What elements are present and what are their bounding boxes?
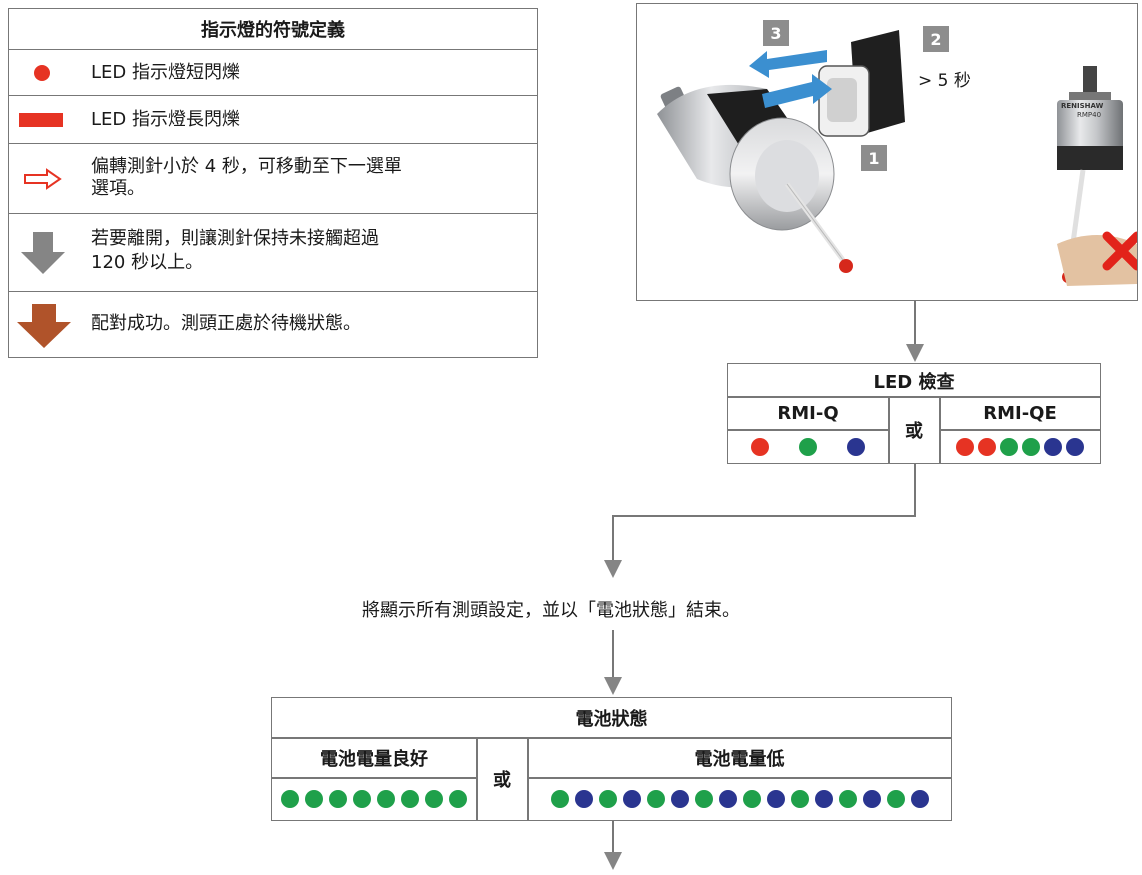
green-led-dot: [425, 790, 443, 808]
legend-title: 指示燈的符號定義: [201, 20, 345, 41]
gray-arrow-down-icon: [21, 232, 65, 274]
arrowhead-icon: [604, 677, 622, 695]
led-check-title: LED 檢查: [873, 371, 955, 393]
red-bar-icon: [19, 113, 63, 127]
connector-line: [612, 630, 614, 682]
arrowhead-icon: [604, 560, 622, 578]
green-led-dot: [329, 790, 347, 808]
blue-led-dot: [910, 790, 929, 808]
legend-row: 配對成功。測頭正處於待機狀態。: [9, 291, 537, 358]
legend-text: 偏轉測針小於 4 秒，可移動至下一選單: [91, 156, 402, 177]
legend-text: 120 秒以上。: [91, 252, 204, 273]
battery-status-title: 電池狀態: [575, 709, 648, 730]
rmi-q-led-sequence: [728, 430, 888, 463]
legend-row: 若要離開，則讓測針保持未接觸超過 120 秒以上。: [9, 213, 537, 292]
rmi-qe-led-sequence: [940, 430, 1100, 463]
probe-illustration: 3 2 1 > 5 秒 RENISHAW RMP40: [636, 3, 1138, 301]
green-led-dot: [790, 790, 809, 808]
connector-line: [612, 515, 916, 517]
step-1-label: 1: [861, 145, 887, 171]
blue-led-dot: [670, 790, 689, 808]
legend-text: LED 指示燈長閃爍: [91, 109, 240, 130]
probe-model: RMP40: [1077, 111, 1102, 119]
green-led-dot: [1022, 437, 1040, 456]
arrowhead-icon: [906, 344, 924, 362]
or-label: 或: [905, 421, 923, 442]
legend-text: LED 指示燈短閃爍: [91, 62, 240, 83]
legend-row: 偏轉測針小於 4 秒，可移動至下一選單 選項。: [9, 143, 537, 214]
green-led-dot: [281, 790, 299, 808]
legend-text: 選項。: [91, 178, 145, 199]
legend-table: 指示燈的符號定義 LED 指示燈短閃爍 LED 指示燈長閃爍 偏轉測針小於 4 …: [8, 8, 538, 358]
legend-row: LED 指示燈短閃爍: [9, 49, 537, 96]
legend-text: 若要離開，則讓測針保持未接觸超過: [91, 228, 379, 249]
connector-line: [914, 464, 916, 516]
blue-led-dot: [766, 790, 785, 808]
connector-line: [612, 821, 614, 855]
green-led-dot: [1000, 437, 1018, 456]
battery-good-led-sequence: [272, 778, 476, 820]
battery-status-note: 將顯示所有測頭設定，並以「電池狀態」結束。: [362, 600, 740, 621]
or-label: 或: [493, 770, 511, 791]
battery-status-table: 電池狀態 電池電量良好 或 電池電量低: [271, 697, 952, 821]
red-dot-icon: [34, 65, 50, 81]
green-led-dot: [401, 790, 419, 808]
time-label: > 5 秒: [918, 71, 971, 91]
brown-arrow-down-icon: [17, 304, 71, 348]
battery-good-header: 電池電量良好: [320, 749, 428, 770]
green-led-dot: [886, 790, 905, 808]
green-led-dot: [742, 790, 761, 808]
green-led-dot: [377, 790, 395, 808]
rmi-qe-header: RMI-QE: [983, 403, 1057, 424]
red-led-dot: [751, 437, 769, 456]
blue-led-dot: [718, 790, 737, 808]
green-led-dot: [799, 437, 817, 456]
blue-led-dot: [1044, 437, 1062, 456]
green-led-dot: [598, 790, 617, 808]
blue-led-dot: [1066, 437, 1084, 456]
connector-line: [612, 515, 614, 565]
step-3-label: 3: [763, 20, 789, 46]
green-led-dot: [838, 790, 857, 808]
led-check-table: LED 檢查 RMI-Q 或 RMI-QE: [727, 363, 1101, 464]
connector-line: [914, 301, 916, 349]
green-led-dot: [550, 790, 569, 808]
green-led-dot: [694, 790, 713, 808]
legend-row: LED 指示燈長閃爍: [9, 95, 537, 144]
blue-led-dot: [862, 790, 881, 808]
green-led-dot: [353, 790, 371, 808]
green-led-dot: [449, 790, 467, 808]
probe-battery-illustration: [657, 30, 1137, 286]
green-led-dot: [305, 790, 323, 808]
red-led-dot: [978, 437, 996, 456]
probe-brand: RENISHAW: [1061, 102, 1104, 110]
hollow-arrow-right-icon: [24, 168, 62, 190]
legend-text: 配對成功。測頭正處於待機狀態。: [91, 313, 361, 334]
step-2-label: 2: [923, 26, 949, 52]
arrowhead-icon: [604, 852, 622, 870]
blue-led-dot: [622, 790, 641, 808]
blue-led-dot: [847, 437, 865, 456]
blue-led-dot: [814, 790, 833, 808]
green-led-dot: [646, 790, 665, 808]
blue-led-dot: [574, 790, 593, 808]
battery-low-header: 電池電量低: [694, 749, 785, 770]
red-led-dot: [956, 437, 974, 456]
rmi-q-header: RMI-Q: [777, 403, 839, 424]
battery-low-led-sequence: [528, 778, 951, 820]
